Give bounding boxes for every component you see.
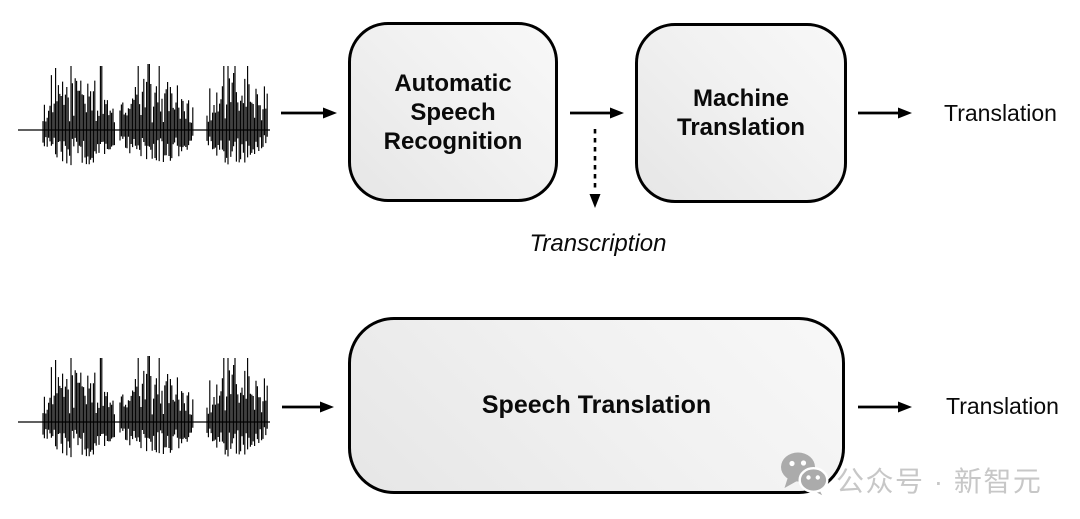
st-box-label: Speech Translation [481,391,712,419]
arrow-waveform-to-asr [281,107,337,119]
asr-box-label: Automatic Speech Recognition [383,69,523,155]
transcription-label: Transcription [529,230,667,257]
st-box: Speech Translation [348,317,845,494]
asr-box: Automatic Speech Recognition [348,22,558,202]
dashed-arrow-transcription [589,129,601,208]
wechat-icon [781,452,829,497]
audio-waveform [18,356,270,458]
mt-box: Machine Translation [635,23,847,203]
translation-output-bottom: Translation [946,393,1059,419]
watermark-text: 公众号 · 新智元 [836,466,1043,497]
audio-waveform [18,64,270,166]
arrow-mt-to-translation [858,107,912,119]
mt-box-label: Machine Translation [676,85,806,141]
arrow-asr-to-mt [570,107,624,119]
translation-output-top: Translation [944,100,1057,126]
arrow-st-to-translation [858,401,912,413]
arrow-waveform-to-st [282,401,334,413]
